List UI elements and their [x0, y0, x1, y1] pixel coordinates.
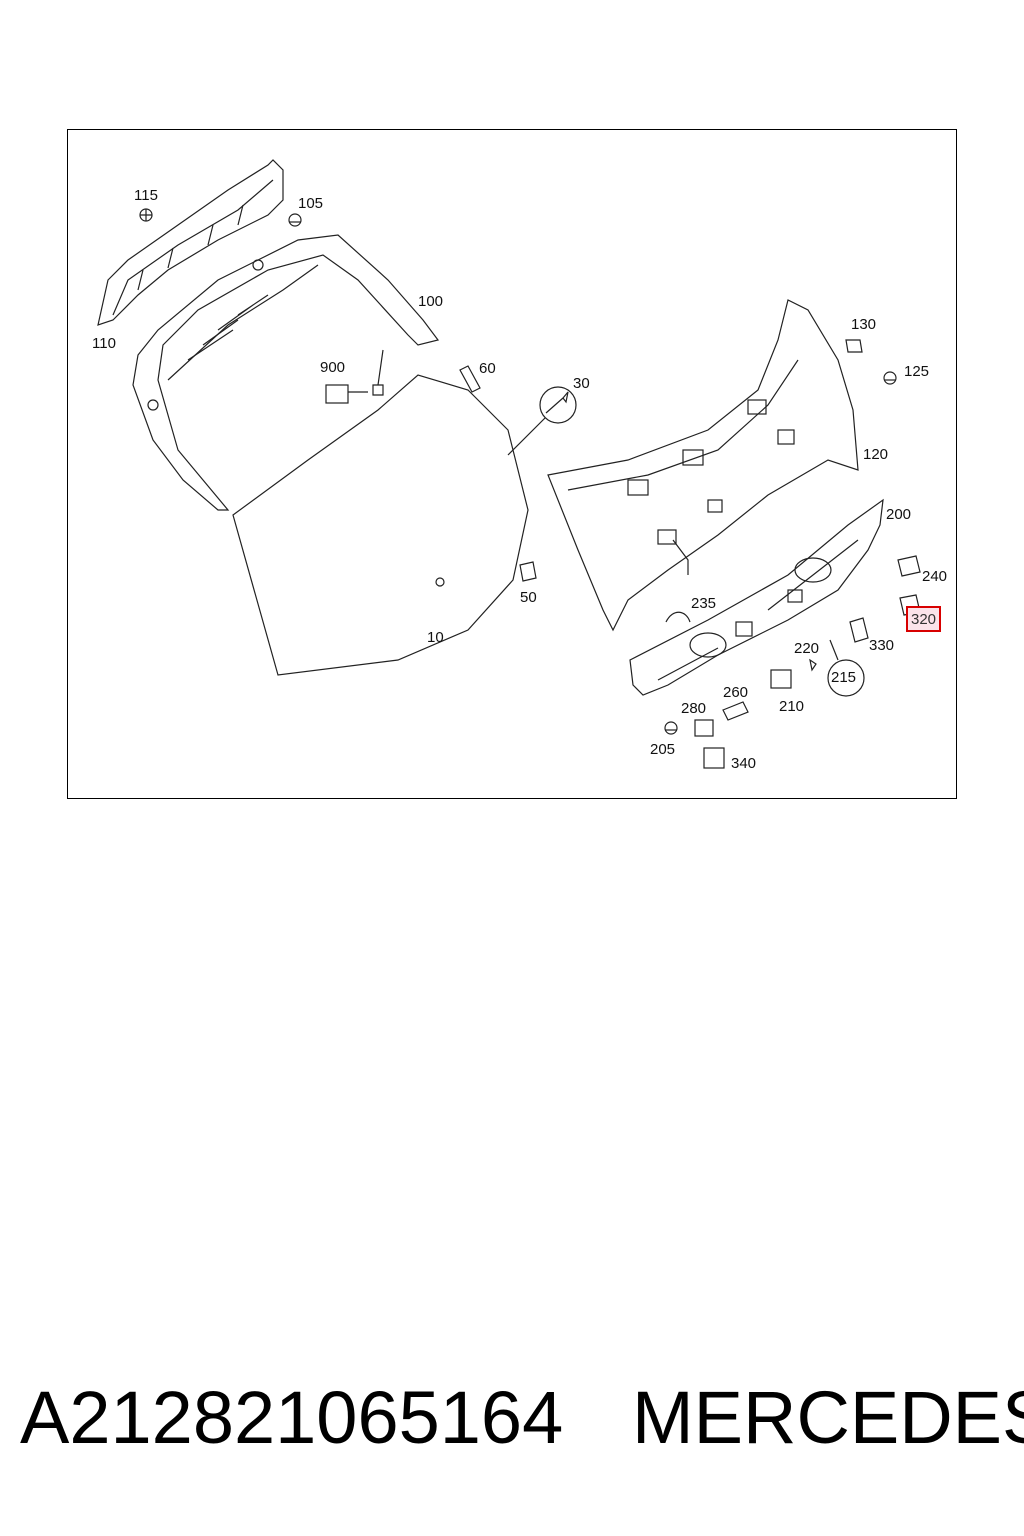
fastener-115	[139, 208, 153, 222]
part-130-clip	[845, 339, 863, 353]
part-120-tailgate-panel	[547, 299, 859, 632]
part-220-pin	[809, 658, 817, 672]
fastener-205	[664, 721, 678, 735]
callout-215: 215	[831, 669, 857, 686]
part-200-lower-trim	[629, 498, 884, 696]
callout-50: 50	[520, 589, 537, 606]
callout-105: 105	[298, 195, 324, 212]
callout-10: 10	[427, 629, 444, 646]
part-60-strip	[459, 365, 481, 393]
exploded-parts-drawing	[97, 159, 921, 769]
fastener-105	[288, 213, 302, 227]
callout-220: 220	[794, 640, 820, 657]
callout-60: 60	[479, 360, 496, 377]
callout-125: 125	[904, 363, 930, 380]
part-340-module	[703, 747, 725, 769]
parts-diagram-frame: 115 105 100 110 900 60 30 130 125 120 20…	[67, 129, 957, 799]
callout-330: 330	[869, 637, 895, 654]
callout-235: 235	[691, 595, 717, 612]
part-110-rail	[97, 159, 284, 326]
part-260-lamp	[722, 701, 749, 721]
callout-260: 260	[723, 684, 749, 701]
part-100-upper-trim	[132, 234, 440, 511]
part-235-cable	[665, 611, 691, 623]
callout-115: 115	[134, 187, 158, 204]
part-280-sensor	[694, 719, 714, 737]
fastener-125	[883, 371, 897, 385]
callout-210: 210	[779, 698, 805, 715]
part-number: A212821065164	[20, 1376, 564, 1459]
wrench-symbol-30	[539, 386, 577, 424]
callout-100: 100	[418, 293, 444, 310]
part-10-rear-glass	[232, 374, 549, 676]
callout-205: 205	[650, 741, 676, 758]
footer: A212821065164 MERCEDES	[0, 1375, 1024, 1475]
callout-120: 120	[863, 446, 889, 463]
part-330-bracket	[849, 617, 869, 643]
callout-900: 900	[320, 359, 346, 376]
part-50-block	[519, 561, 537, 582]
callout-280: 280	[681, 700, 707, 717]
callout-240: 240	[922, 568, 948, 585]
part-900-connector	[325, 349, 384, 404]
callout-340: 340	[731, 755, 757, 772]
callout-320-highlighted: 320	[906, 606, 942, 632]
brand-name: MERCEDES	[632, 1376, 1024, 1459]
callout-200: 200	[886, 506, 912, 523]
part-215-circle	[827, 639, 865, 697]
part-210-switch	[770, 669, 792, 689]
part-240-clip	[897, 555, 921, 577]
callout-30: 30	[573, 375, 590, 392]
callout-110: 110	[92, 335, 116, 352]
callout-130: 130	[851, 316, 877, 333]
